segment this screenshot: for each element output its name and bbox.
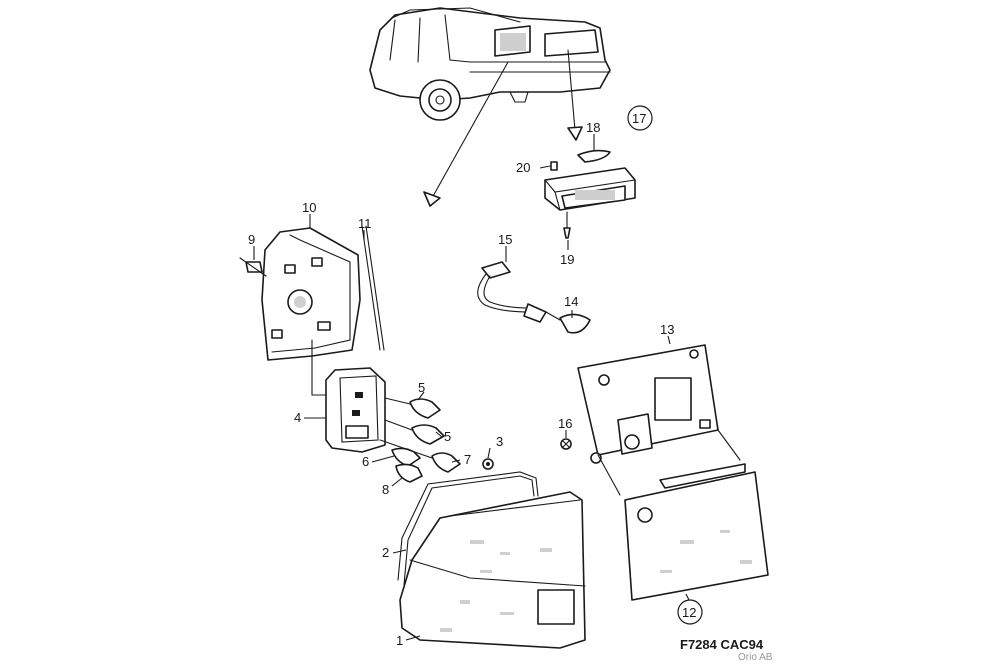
callout-3: 3 xyxy=(496,434,503,449)
callout-11: 11 xyxy=(358,216,372,231)
leader-lines xyxy=(253,134,691,641)
figure-code: F7284 CAC94 xyxy=(680,637,764,652)
screw xyxy=(560,438,572,450)
callout-18: 18 xyxy=(586,120,600,135)
callout-17: 17 xyxy=(632,111,646,126)
callout-4: 4 xyxy=(294,410,301,425)
callout-17-circle xyxy=(627,105,653,131)
callout-15: 15 xyxy=(498,232,512,247)
callout-1: 1 xyxy=(396,633,403,648)
callout-10: 10 xyxy=(302,200,316,215)
lens-seal xyxy=(397,471,539,586)
rear-lamp-lens xyxy=(399,491,586,649)
callout-13: 13 xyxy=(660,322,674,337)
callout-12-circle xyxy=(677,599,703,625)
brand-watermark: Orio AB xyxy=(738,652,773,663)
nut xyxy=(482,458,494,470)
callout-12: 12 xyxy=(682,605,696,620)
callout-5b: 5 xyxy=(444,429,451,444)
reflector-plate xyxy=(577,344,741,496)
bulbs xyxy=(379,397,461,483)
callout-labels: 1 2 3 4 5 5 6 7 8 9 10 11 12 13 14 15 16… xyxy=(248,105,703,648)
callout-8: 8 xyxy=(382,482,389,497)
callout-7: 7 xyxy=(464,452,471,467)
callout-5a: 5 xyxy=(418,380,425,395)
lamp-wiring-and-bulb xyxy=(477,261,591,334)
number-plate-lamp-assembly xyxy=(544,149,636,239)
callout-2: 2 xyxy=(382,545,389,560)
callout-16: 16 xyxy=(558,416,572,431)
rear-reflector xyxy=(624,463,769,601)
callout-6: 6 xyxy=(362,454,369,469)
rear-lamp-housing xyxy=(239,225,385,361)
callout-20: 20 xyxy=(516,160,530,175)
callout-19: 19 xyxy=(560,252,574,267)
bulb-carrier xyxy=(311,339,386,453)
car-rear-illustration xyxy=(369,7,611,121)
callout-14: 14 xyxy=(564,294,578,309)
callout-9: 9 xyxy=(248,232,255,247)
pointer-arrows xyxy=(423,49,583,207)
